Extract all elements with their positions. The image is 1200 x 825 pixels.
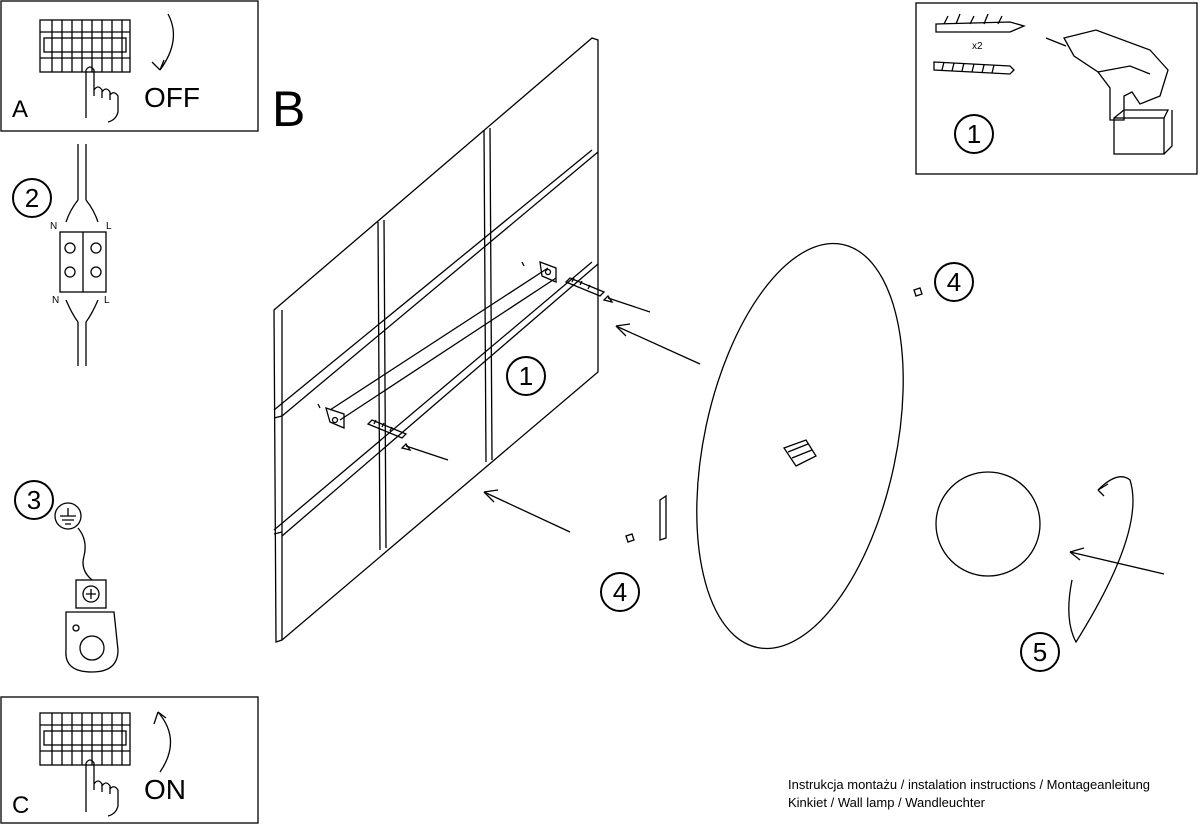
direction-arrow (615, 323, 701, 365)
step-2-badge: 2 (12, 178, 52, 218)
nut-icon (625, 533, 635, 543)
step-4-badge: 4 (934, 262, 974, 302)
direction-arrow (483, 489, 571, 533)
off-label: OFF (144, 82, 200, 113)
screw-icon (933, 61, 1015, 75)
neutral-label-top: N (50, 221, 58, 232)
lamp-socket-icon (783, 439, 817, 467)
direction-arrow (1069, 547, 1165, 575)
footer-text: Instrukcja montażu / instalation instruc… (788, 776, 1150, 812)
screw-icon (607, 297, 651, 313)
ground-terminal-icon (65, 579, 119, 673)
screw-icon (405, 445, 449, 461)
panel-a-frame (0, 0, 259, 132)
step-5-badge: 5 (1020, 632, 1060, 672)
drill-icon (1045, 29, 1173, 155)
panel-c-frame (0, 696, 259, 824)
hand-icon (85, 759, 119, 817)
ground-symbol-icon (54, 502, 82, 530)
wall-plug-icon (366, 419, 408, 439)
quantity-label: x2 (972, 41, 983, 52)
step-3-badge: 3 (14, 480, 54, 520)
hand-icon (85, 66, 119, 123)
lamp-cover (935, 471, 1041, 577)
tools-panel-frame (915, 2, 1198, 175)
nut-icon (913, 287, 923, 297)
on-label: ON (144, 774, 186, 805)
tiled-wall (273, 37, 599, 643)
panel-c-letter: C (12, 792, 30, 819)
step-1-badge: 1 (954, 114, 994, 154)
footer-line-2: Kinkiet / Wall lamp / Wandleuchter (788, 795, 985, 810)
breaker-box-icon (39, 19, 131, 73)
rotate-arrow-icon (157, 711, 172, 773)
live-label-bottom: L (104, 295, 110, 306)
ground-wire (77, 527, 93, 581)
mounting-bracket (325, 261, 557, 429)
wall-plug-icon (935, 13, 1026, 33)
live-label-top: L (106, 221, 112, 232)
panel-a-letter: A (12, 96, 29, 123)
wall-plug-icon (564, 277, 606, 297)
rotate-arrow-icon (1068, 476, 1134, 644)
step-1-badge: 1 (506, 356, 546, 396)
step-4-badge: 4 (600, 572, 640, 612)
panel-b-letter: B (272, 81, 306, 137)
wiring-connector-icon (59, 144, 107, 366)
breaker-box-icon (39, 712, 131, 766)
neutral-label-bottom: N (52, 295, 60, 306)
lamp-disc (659, 242, 904, 650)
rotate-arrow-icon (159, 13, 175, 71)
footer-line-1: Instrukcja montażu / instalation instruc… (788, 777, 1151, 792)
